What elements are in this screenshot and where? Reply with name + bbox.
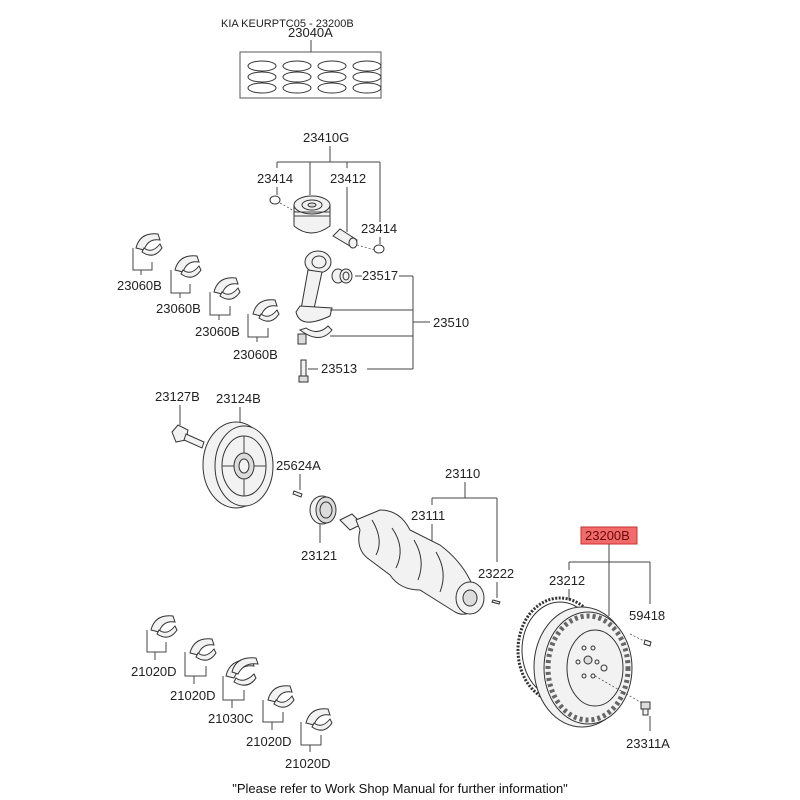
- part-group-flywheel[interactable]: 23200B 23212 59418: [516, 526, 670, 751]
- part-group-conrod[interactable]: 23517 23510 23513: [295, 250, 469, 383]
- piston-rings-icon: [247, 60, 382, 94]
- bearing-shell-icon: [135, 233, 163, 256]
- dowel-pin-icon: [643, 639, 652, 647]
- part-label-23040A[interactable]: 23040A: [288, 25, 333, 40]
- part-label-23222[interactable]: 23222: [478, 566, 514, 581]
- flywheel-bolt-icon: [640, 701, 651, 716]
- part-label-21020D-1[interactable]: 21020D: [131, 664, 177, 679]
- part-group-piston-assembly[interactable]: 23410G 23414 23412 23414: [257, 130, 397, 254]
- piston-pin-icon: [332, 228, 358, 249]
- oil-seal-icon: [309, 495, 337, 525]
- part-label-23060B-2[interactable]: 23060B: [156, 301, 201, 316]
- part-group-conrod-bearings[interactable]: 23060B 23060B 23060B 23060B: [117, 233, 280, 362]
- piston-icon: [293, 195, 331, 234]
- part-label-23060B-1[interactable]: 23060B: [117, 278, 162, 293]
- diagram-title: KIA KEURPTC05 - 23200B: [221, 18, 354, 30]
- part-group-crankshaft[interactable]: 23110 23111 23222: [339, 466, 514, 615]
- part-label-23121[interactable]: 23121: [301, 548, 337, 563]
- bearing-shell-icon: [252, 299, 280, 322]
- part-label-21030C[interactable]: 21030C: [208, 711, 254, 726]
- bearing-shell-icon: [267, 685, 295, 708]
- part-label-21020D-3[interactable]: 21020D: [246, 734, 292, 749]
- bushing-icon: [331, 268, 353, 284]
- part-group-oil-seal[interactable]: 23121: [301, 495, 337, 563]
- part-label-23510[interactable]: 23510: [433, 315, 469, 330]
- part-label-21020D-4[interactable]: 21020D: [285, 756, 331, 771]
- part-label-23060B-4[interactable]: 23060B: [233, 347, 278, 362]
- damper-pulley-icon: [202, 421, 274, 509]
- bearing-shell-icon: [305, 708, 333, 731]
- part-label-23410G[interactable]: 23410G: [303, 130, 349, 145]
- part-label-23412[interactable]: 23412: [330, 171, 366, 186]
- part-group-key[interactable]: 25624A: [276, 458, 321, 498]
- part-label-23110[interactable]: 23110: [445, 466, 480, 481]
- part-group-piston-rings[interactable]: 23040A: [239, 25, 382, 99]
- part-label-23060B-3[interactable]: 23060B: [195, 324, 240, 339]
- part-label-23124B[interactable]: 23124B: [216, 391, 261, 406]
- part-label-23212[interactable]: 23212: [549, 573, 585, 588]
- part-label-21020D-2[interactable]: 21020D: [170, 688, 216, 703]
- bearing-shell-icon: [150, 615, 178, 638]
- part-label-23414-left[interactable]: 23414: [257, 171, 293, 186]
- key-icon: [292, 490, 303, 498]
- bearing-shell-icon: [213, 277, 241, 300]
- part-group-main-bearings[interactable]: 21020D 21020D 21030C 21020D 21020D: [131, 615, 333, 771]
- part-label-23414-right[interactable]: 23414: [361, 221, 397, 236]
- part-label-23311A[interactable]: 23311A: [626, 736, 670, 751]
- footer-note: "Please refer to Work Shop Manual for fu…: [232, 781, 568, 796]
- snap-ring-icon: [373, 244, 385, 254]
- part-label-59418[interactable]: 59418: [629, 608, 665, 623]
- snap-ring-icon: [269, 195, 281, 205]
- pulley-bolt-icon: [171, 424, 205, 449]
- crankshaft-icon: [339, 509, 485, 615]
- part-label-25624A[interactable]: 25624A: [276, 458, 321, 473]
- part-label-23127B[interactable]: 23127B: [155, 389, 200, 404]
- part-label-23513[interactable]: 23513: [321, 361, 357, 376]
- bearing-shell-icon: [189, 638, 217, 661]
- conrod-bolt-icon: [298, 359, 309, 383]
- connecting-rod-icon: [295, 250, 333, 345]
- part-label-23200B[interactable]: 23200B: [585, 528, 630, 543]
- bearing-shell-icon: [174, 255, 202, 278]
- part-label-23111[interactable]: 23111: [411, 508, 445, 523]
- pin-icon: [491, 599, 501, 605]
- part-group-pulley[interactable]: 23127B 23124B: [155, 389, 274, 509]
- part-label-23517[interactable]: 23517: [362, 268, 398, 283]
- flywheel-icon: [533, 606, 633, 728]
- thrust-bearing-icon: [225, 657, 259, 686]
